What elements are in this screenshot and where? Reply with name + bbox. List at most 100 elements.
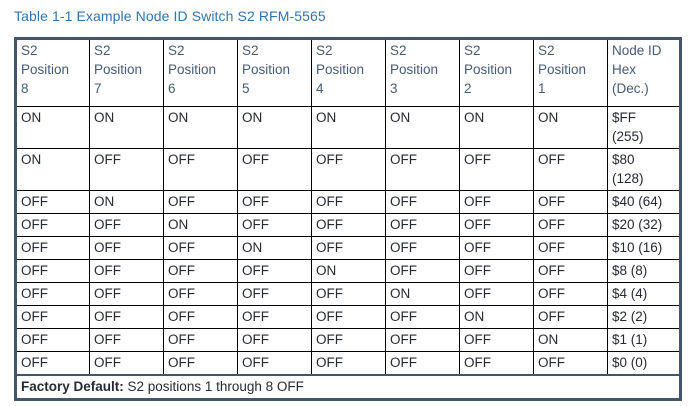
switch-state-cell: OFF — [459, 282, 534, 306]
switch-state-cell: OFF — [163, 148, 238, 191]
table-caption: Table 1-1 Example Node ID Switch S2 RFM-… — [14, 8, 326, 24]
switch-state-cell: OFF — [385, 148, 460, 191]
switch-state-cell: ON — [237, 236, 312, 260]
node-id-cell: $2 (2) — [607, 305, 681, 329]
node-id-cell: $20 (32) — [607, 213, 681, 237]
node-id-cell: $4 (4) — [607, 282, 681, 306]
switch-state-cell: OFF — [311, 190, 386, 214]
switch-state-cell: OFF — [89, 351, 164, 376]
factory-default-text: S2 positions 1 through 8 OFF — [123, 379, 304, 394]
switch-state-cell: OFF — [237, 190, 312, 214]
switch-state-cell: OFF — [385, 213, 460, 237]
switch-state-cell: OFF — [385, 236, 460, 260]
switch-state-cell: OFF — [163, 305, 238, 329]
switch-position-column-header: S2 Position 4 — [311, 38, 386, 107]
switch-state-cell: OFF — [533, 282, 608, 306]
switch-state-cell: ON — [311, 259, 386, 283]
switch-state-cell: ON — [459, 106, 534, 149]
switch-state-cell: OFF — [15, 328, 90, 352]
node-id-cell: $10 (16) — [607, 236, 681, 260]
switch-state-cell: OFF — [237, 148, 312, 191]
switch-state-cell: OFF — [311, 236, 386, 260]
switch-state-cell: ON — [533, 106, 608, 149]
switch-state-cell: ON — [163, 213, 238, 237]
switch-position-column-header: S2 Position 5 — [237, 38, 312, 107]
switch-state-cell: OFF — [163, 259, 238, 283]
switch-state-cell: OFF — [533, 305, 608, 329]
switch-state-cell: OFF — [89, 213, 164, 237]
switch-state-cell: OFF — [533, 190, 608, 214]
switch-state-cell: OFF — [237, 351, 312, 376]
switch-state-cell: ON — [15, 106, 90, 149]
switch-state-cell: OFF — [89, 236, 164, 260]
switch-state-cell: OFF — [385, 328, 460, 352]
switch-state-cell: ON — [385, 106, 460, 149]
switch-state-cell: OFF — [385, 351, 460, 376]
switch-state-cell: OFF — [533, 236, 608, 260]
switch-state-cell: OFF — [163, 328, 238, 352]
switch-state-cell: OFF — [237, 305, 312, 329]
switch-state-cell: OFF — [533, 148, 608, 191]
switch-state-cell: OFF — [15, 305, 90, 329]
switch-state-cell: OFF — [533, 213, 608, 237]
switch-state-cell: OFF — [89, 328, 164, 352]
switch-state-cell: OFF — [311, 328, 386, 352]
node-id-column-header: Node ID Hex (Dec.) — [607, 38, 681, 107]
switch-state-cell: OFF — [459, 148, 534, 191]
switch-state-cell: OFF — [89, 282, 164, 306]
switch-state-cell: OFF — [163, 351, 238, 376]
switch-state-cell: OFF — [533, 259, 608, 283]
switch-state-cell: OFF — [237, 259, 312, 283]
switch-state-cell: OFF — [459, 236, 534, 260]
switch-state-cell: OFF — [311, 351, 386, 376]
switch-state-cell: OFF — [89, 148, 164, 191]
switch-state-cell: ON — [459, 305, 534, 329]
switch-position-column-header: S2 Position 7 — [89, 38, 164, 107]
switch-state-cell: OFF — [15, 213, 90, 237]
switch-position-column-header: S2 Position 1 — [533, 38, 608, 107]
switch-state-cell: ON — [237, 106, 312, 149]
switch-state-cell: ON — [385, 282, 460, 306]
node-id-cell: $FF (255) — [607, 106, 681, 149]
switch-position-column-header: S2 Position 8 — [15, 38, 90, 107]
node-id-cell: $1 (1) — [607, 328, 681, 352]
switch-position-column-header: S2 Position 2 — [459, 38, 534, 107]
switch-state-cell: OFF — [311, 148, 386, 191]
switch-state-cell: OFF — [459, 328, 534, 352]
switch-state-cell: OFF — [15, 190, 90, 214]
switch-state-cell: OFF — [385, 190, 460, 214]
switch-state-cell: OFF — [459, 190, 534, 214]
switch-state-cell: OFF — [311, 282, 386, 306]
switch-state-cell: OFF — [15, 236, 90, 260]
switch-state-cell: OFF — [15, 282, 90, 306]
switch-state-cell: ON — [89, 106, 164, 149]
switch-state-cell: OFF — [15, 351, 90, 376]
switch-state-cell: ON — [89, 190, 164, 214]
switch-state-cell: OFF — [385, 259, 460, 283]
switch-state-cell: OFF — [89, 259, 164, 283]
switch-state-cell: OFF — [163, 236, 238, 260]
switch-position-column-header: S2 Position 3 — [385, 38, 460, 107]
switch-state-cell: ON — [533, 328, 608, 352]
switch-state-cell: OFF — [385, 305, 460, 329]
switch-state-cell: OFF — [89, 305, 164, 329]
factory-default-label: Factory Default: — [21, 379, 124, 394]
factory-default-note: Factory Default: S2 positions 1 through … — [15, 374, 681, 400]
switch-state-cell: ON — [15, 148, 90, 191]
switch-state-cell: OFF — [311, 213, 386, 237]
switch-state-cell: OFF — [459, 213, 534, 237]
switch-state-cell: OFF — [163, 190, 238, 214]
switch-position-column-header: S2 Position 6 — [163, 38, 238, 107]
